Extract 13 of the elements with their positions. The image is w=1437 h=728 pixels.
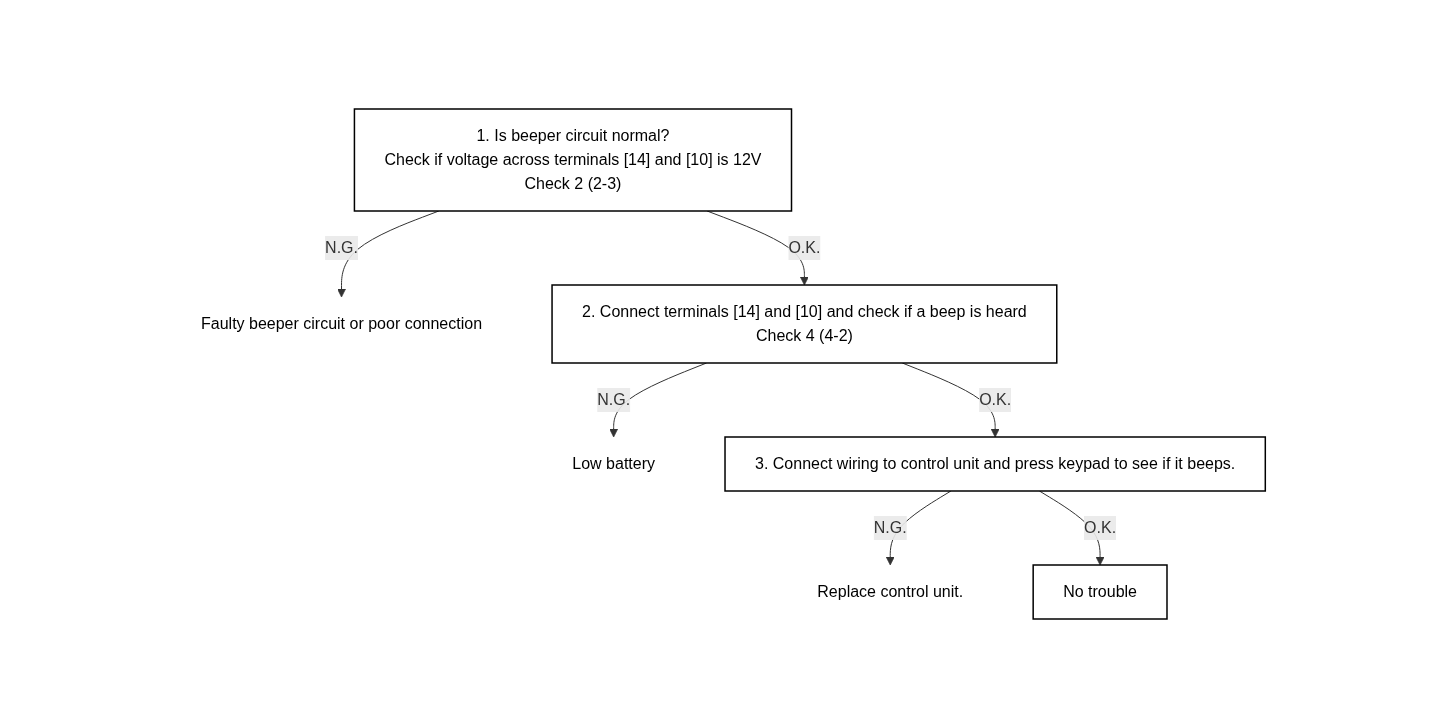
node-box: 3. Connect wiring to control unit and press keypad to see if it beeps. bbox=[724, 436, 1267, 492]
edge-label: O.K. bbox=[979, 391, 1012, 408]
node-box: 2. Connect terminals [14] and [10] and check if a beep is heard Check 4 (4-2) bbox=[551, 284, 1058, 364]
node-box: No trouble bbox=[1032, 564, 1169, 620]
edge-label: O.K. bbox=[788, 239, 821, 256]
node-text: Replace control unit. bbox=[817, 583, 964, 600]
edge-label: N.G. bbox=[325, 239, 359, 256]
edge-label: N.G. bbox=[874, 519, 908, 536]
edge-label: N.G. bbox=[597, 391, 631, 408]
node-text: Low battery bbox=[572, 455, 656, 472]
node-box: 1. Is beeper circuit normal? Check if voltage across terminals [14] and [10] is 12V Check 2 (2-3) bbox=[354, 108, 793, 212]
node-text: Faulty beeper circuit or poor connection bbox=[201, 315, 483, 332]
edge-label: O.K. bbox=[1084, 519, 1117, 536]
